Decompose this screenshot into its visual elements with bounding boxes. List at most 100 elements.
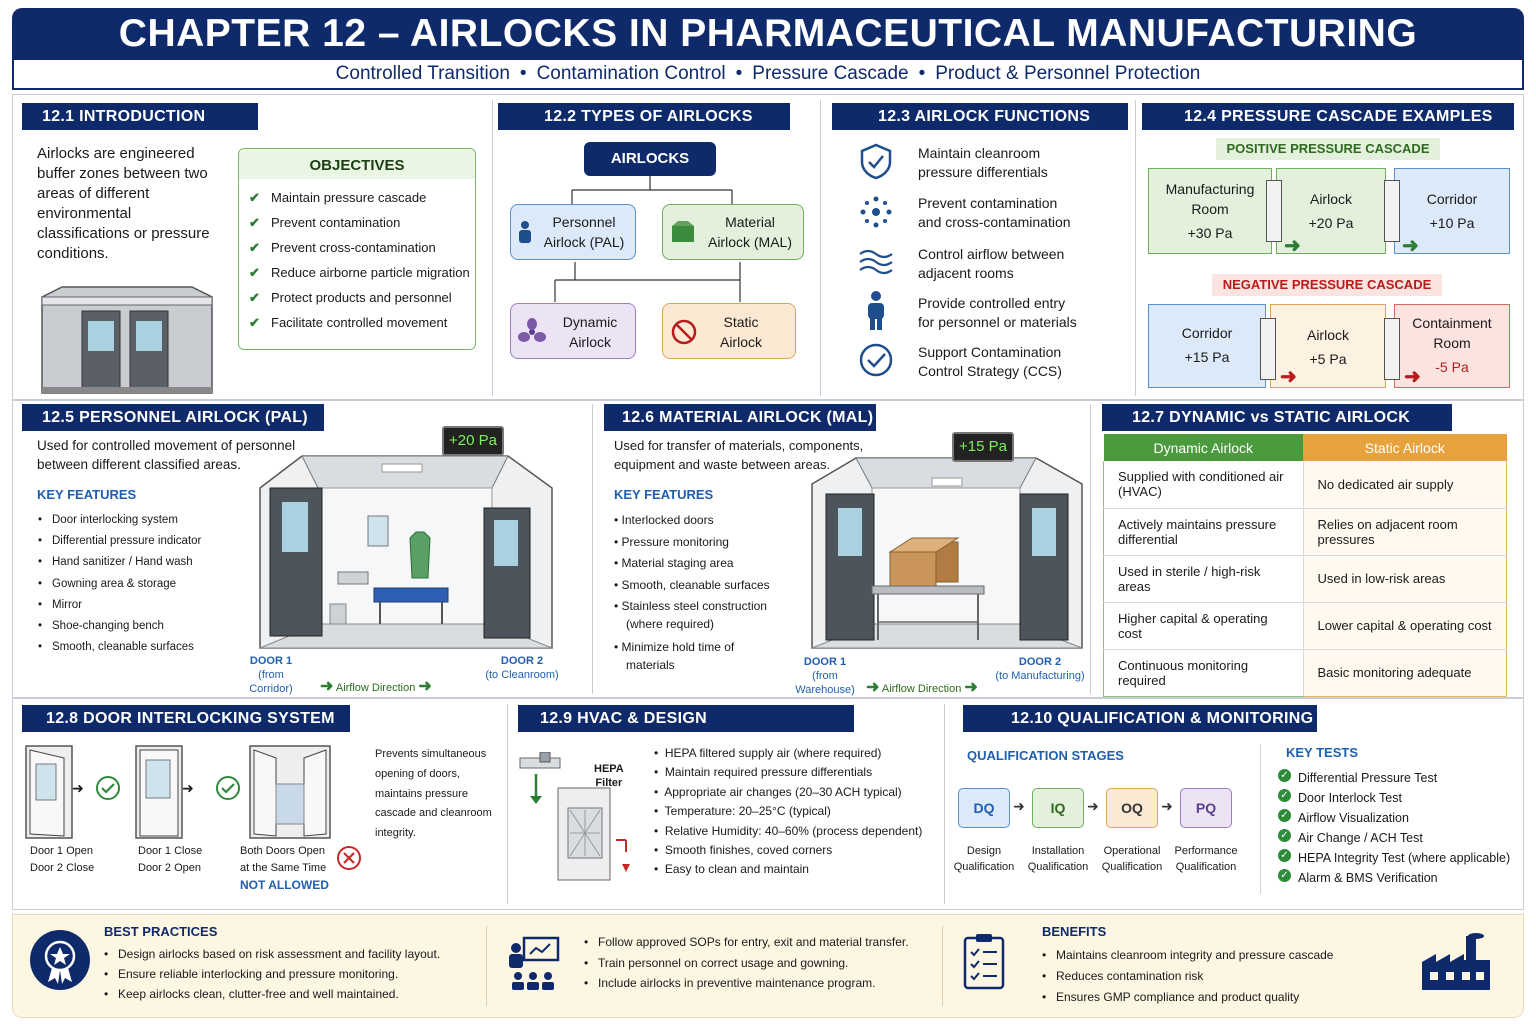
mal-description: Used for transfer of materials, componen… xyxy=(614,436,863,474)
hvac-item: • Smooth finishes, coved corners xyxy=(654,843,833,858)
subtitle-bar: Controlled Transition•Contamination Cont… xyxy=(12,60,1524,90)
function-line: Maintain cleanroom xyxy=(918,145,1041,161)
door-icon xyxy=(1260,318,1276,380)
hvac-item: • HEPA filtered supply air (where requir… xyxy=(654,746,882,760)
interlock-state-1: Door 1 Open Door 2 Close xyxy=(30,843,94,877)
col-header-static: Static Airlock xyxy=(1303,434,1507,461)
desc-line: Used for controlled movement of personne… xyxy=(37,438,296,453)
objectives-title: OBJECTIVES xyxy=(239,149,475,179)
room-pressure: +15 Pa xyxy=(1184,349,1230,365)
type-box-pal: Personnel Airlock (PAL) xyxy=(510,204,636,260)
feature-item: • Pressure monitoring xyxy=(614,534,729,549)
pal-description: Used for controlled movement of personne… xyxy=(37,436,295,474)
stage-dq: DQ xyxy=(958,788,1010,828)
door-icon xyxy=(1384,318,1400,380)
feature-item: • Smooth, cleanable surfaces xyxy=(614,577,770,592)
table-cell: No dedicated air supply xyxy=(1302,461,1508,509)
particles-icon xyxy=(858,194,894,235)
note-line: opening of doors, xyxy=(375,767,461,780)
practice-item: Keep airlocks clean, clutter-free and we… xyxy=(104,984,440,1004)
pal-room-illustration xyxy=(259,455,553,649)
feature-item: Shoe-changing bench xyxy=(38,616,201,637)
airlocks-root: AIRLOCKS xyxy=(584,142,716,176)
practice-item: Design airlocks based on risk assessment… xyxy=(104,944,440,964)
test-item: Door Interlock Test xyxy=(1278,788,1510,808)
check-circle-icon xyxy=(95,775,121,806)
door-2-label: DOOR 2 (to Manufacturing) xyxy=(994,655,1086,683)
sop-list: Follow approved SOPs for entry, exit and… xyxy=(584,932,909,994)
table-row: Actively maintains pressure differential… xyxy=(1103,508,1508,556)
state-line: Both Doors Open xyxy=(240,845,325,857)
note-line: Prevents simultaneous xyxy=(375,748,487,760)
cascade-room: Containment Room -5 Pa xyxy=(1394,304,1510,388)
objective-item: Facilitate controlled movement xyxy=(249,310,475,335)
state-line: Door 1 Open xyxy=(30,845,93,857)
section-tag-cascade: 12.4 PRESSURE CASCADE EXAMPLES xyxy=(1142,103,1514,130)
desc-line: Used for transfer of materials, componen… xyxy=(614,438,864,453)
clipboard-icon xyxy=(962,932,1006,995)
door-icon xyxy=(1266,180,1282,242)
door-sublabel: (to Manufacturing) xyxy=(995,670,1085,682)
mal-line: Airlock (MAL) xyxy=(707,234,792,250)
objective-item: Prevent cross-contamination xyxy=(249,235,475,260)
objective-item: Protect products and personnel xyxy=(249,285,475,310)
test-item: Air Change / ACH Test xyxy=(1278,828,1510,848)
practice-item: Ensure reliable interlocking and pressur… xyxy=(104,964,440,984)
function-line: Support Contamination xyxy=(918,344,1062,360)
door-1-label: DOOR 1 (from Warehouse) xyxy=(784,655,866,697)
room-pressure: -5 Pa xyxy=(1435,359,1469,375)
function-text-1: Maintain cleanroom pressure differential… xyxy=(918,144,1048,182)
practice-item: Follow approved SOPs for entry, exit and… xyxy=(584,932,909,953)
door-sublabel: (to Cleanroom) xyxy=(485,669,559,681)
cascade-room: Airlock +5 Pa xyxy=(1270,304,1386,388)
airflow-icon xyxy=(858,246,896,281)
section-tag-pal: 12.5 PERSONNEL AIRLOCK (PAL) xyxy=(22,404,324,431)
award-badge-icon xyxy=(28,928,92,997)
feature-item: Hand sanitizer / Hand wash xyxy=(38,552,201,573)
hepa-line: Filter xyxy=(595,777,623,789)
table-cell: Supplied with conditioned air (HVAC) xyxy=(1103,461,1304,509)
practice-item: Include airlocks in preventive maintenan… xyxy=(584,973,909,994)
feature-item: Gowning area & storage xyxy=(38,574,201,595)
function-line: Control airflow between xyxy=(918,246,1065,262)
objectives-box: OBJECTIVES Maintain pressure cascade Pre… xyxy=(238,148,476,350)
mal-features-title: KEY FEATURES xyxy=(614,487,714,502)
test-item: Airflow Visualization xyxy=(1278,808,1510,828)
room-name: Airlock xyxy=(1306,327,1349,343)
feature-item: Door interlocking system xyxy=(38,510,201,531)
objective-item: Maintain pressure cascade xyxy=(249,185,475,210)
table-cell: Lower capital & operating cost xyxy=(1302,602,1508,650)
feature-item: materials xyxy=(626,657,675,672)
benefits-list: Maintains cleanroom integrity and pressu… xyxy=(1042,945,1333,1008)
mal-line: Material xyxy=(725,214,775,230)
room-name: Airlock xyxy=(1309,191,1352,207)
arrow-right-icon: ➜ xyxy=(72,780,84,796)
mal-room-illustration xyxy=(811,457,1083,649)
tests-list: Differential Pressure Test Door Interloc… xyxy=(1278,768,1510,888)
desc-line: between different classified areas. xyxy=(37,457,241,472)
benefit-item: Maintains cleanroom integrity and pressu… xyxy=(1042,945,1333,966)
hvac-item: • Temperature: 20–25°C (typical) xyxy=(654,804,831,819)
cascade-room: Manufacturing Room +30 Pa xyxy=(1148,168,1272,254)
mal-features-list: • Interlocked doors • Pressure monitorin… xyxy=(614,510,770,676)
hepa-line: HEPA xyxy=(594,763,624,775)
door-1-label: DOOR 1 (from Corridor) xyxy=(236,654,306,696)
table-row: Higher capital & operating cost Lower ca… xyxy=(1103,602,1508,650)
factory-icon xyxy=(1418,932,1494,997)
static-line: Static xyxy=(723,314,759,330)
door-sublabel: (from Corridor) xyxy=(249,669,293,695)
cascade-room: Corridor +15 Pa xyxy=(1148,304,1266,388)
person-icon xyxy=(864,291,888,336)
state-line: Door 2 Close xyxy=(30,862,95,874)
function-line: for personnel or materials xyxy=(918,314,1077,330)
door-label: DOOR 2 xyxy=(500,655,544,667)
subtitle-item: Controlled Transition xyxy=(335,63,510,84)
function-line: Control Strategy (CCS) xyxy=(918,363,1062,379)
hvac-item: • Easy to clean and maintain xyxy=(654,862,809,877)
hvac-item: • Relative Humidity: 40–60% (process dep… xyxy=(654,823,923,838)
door-2-label: DOOR 2 (to Cleanroom) xyxy=(484,654,560,682)
airflow-label: Airflow Direction xyxy=(881,683,962,695)
arrow-right-icon: ➜ xyxy=(866,679,880,696)
feature-item: Smooth, cleanable surfaces xyxy=(38,637,201,658)
